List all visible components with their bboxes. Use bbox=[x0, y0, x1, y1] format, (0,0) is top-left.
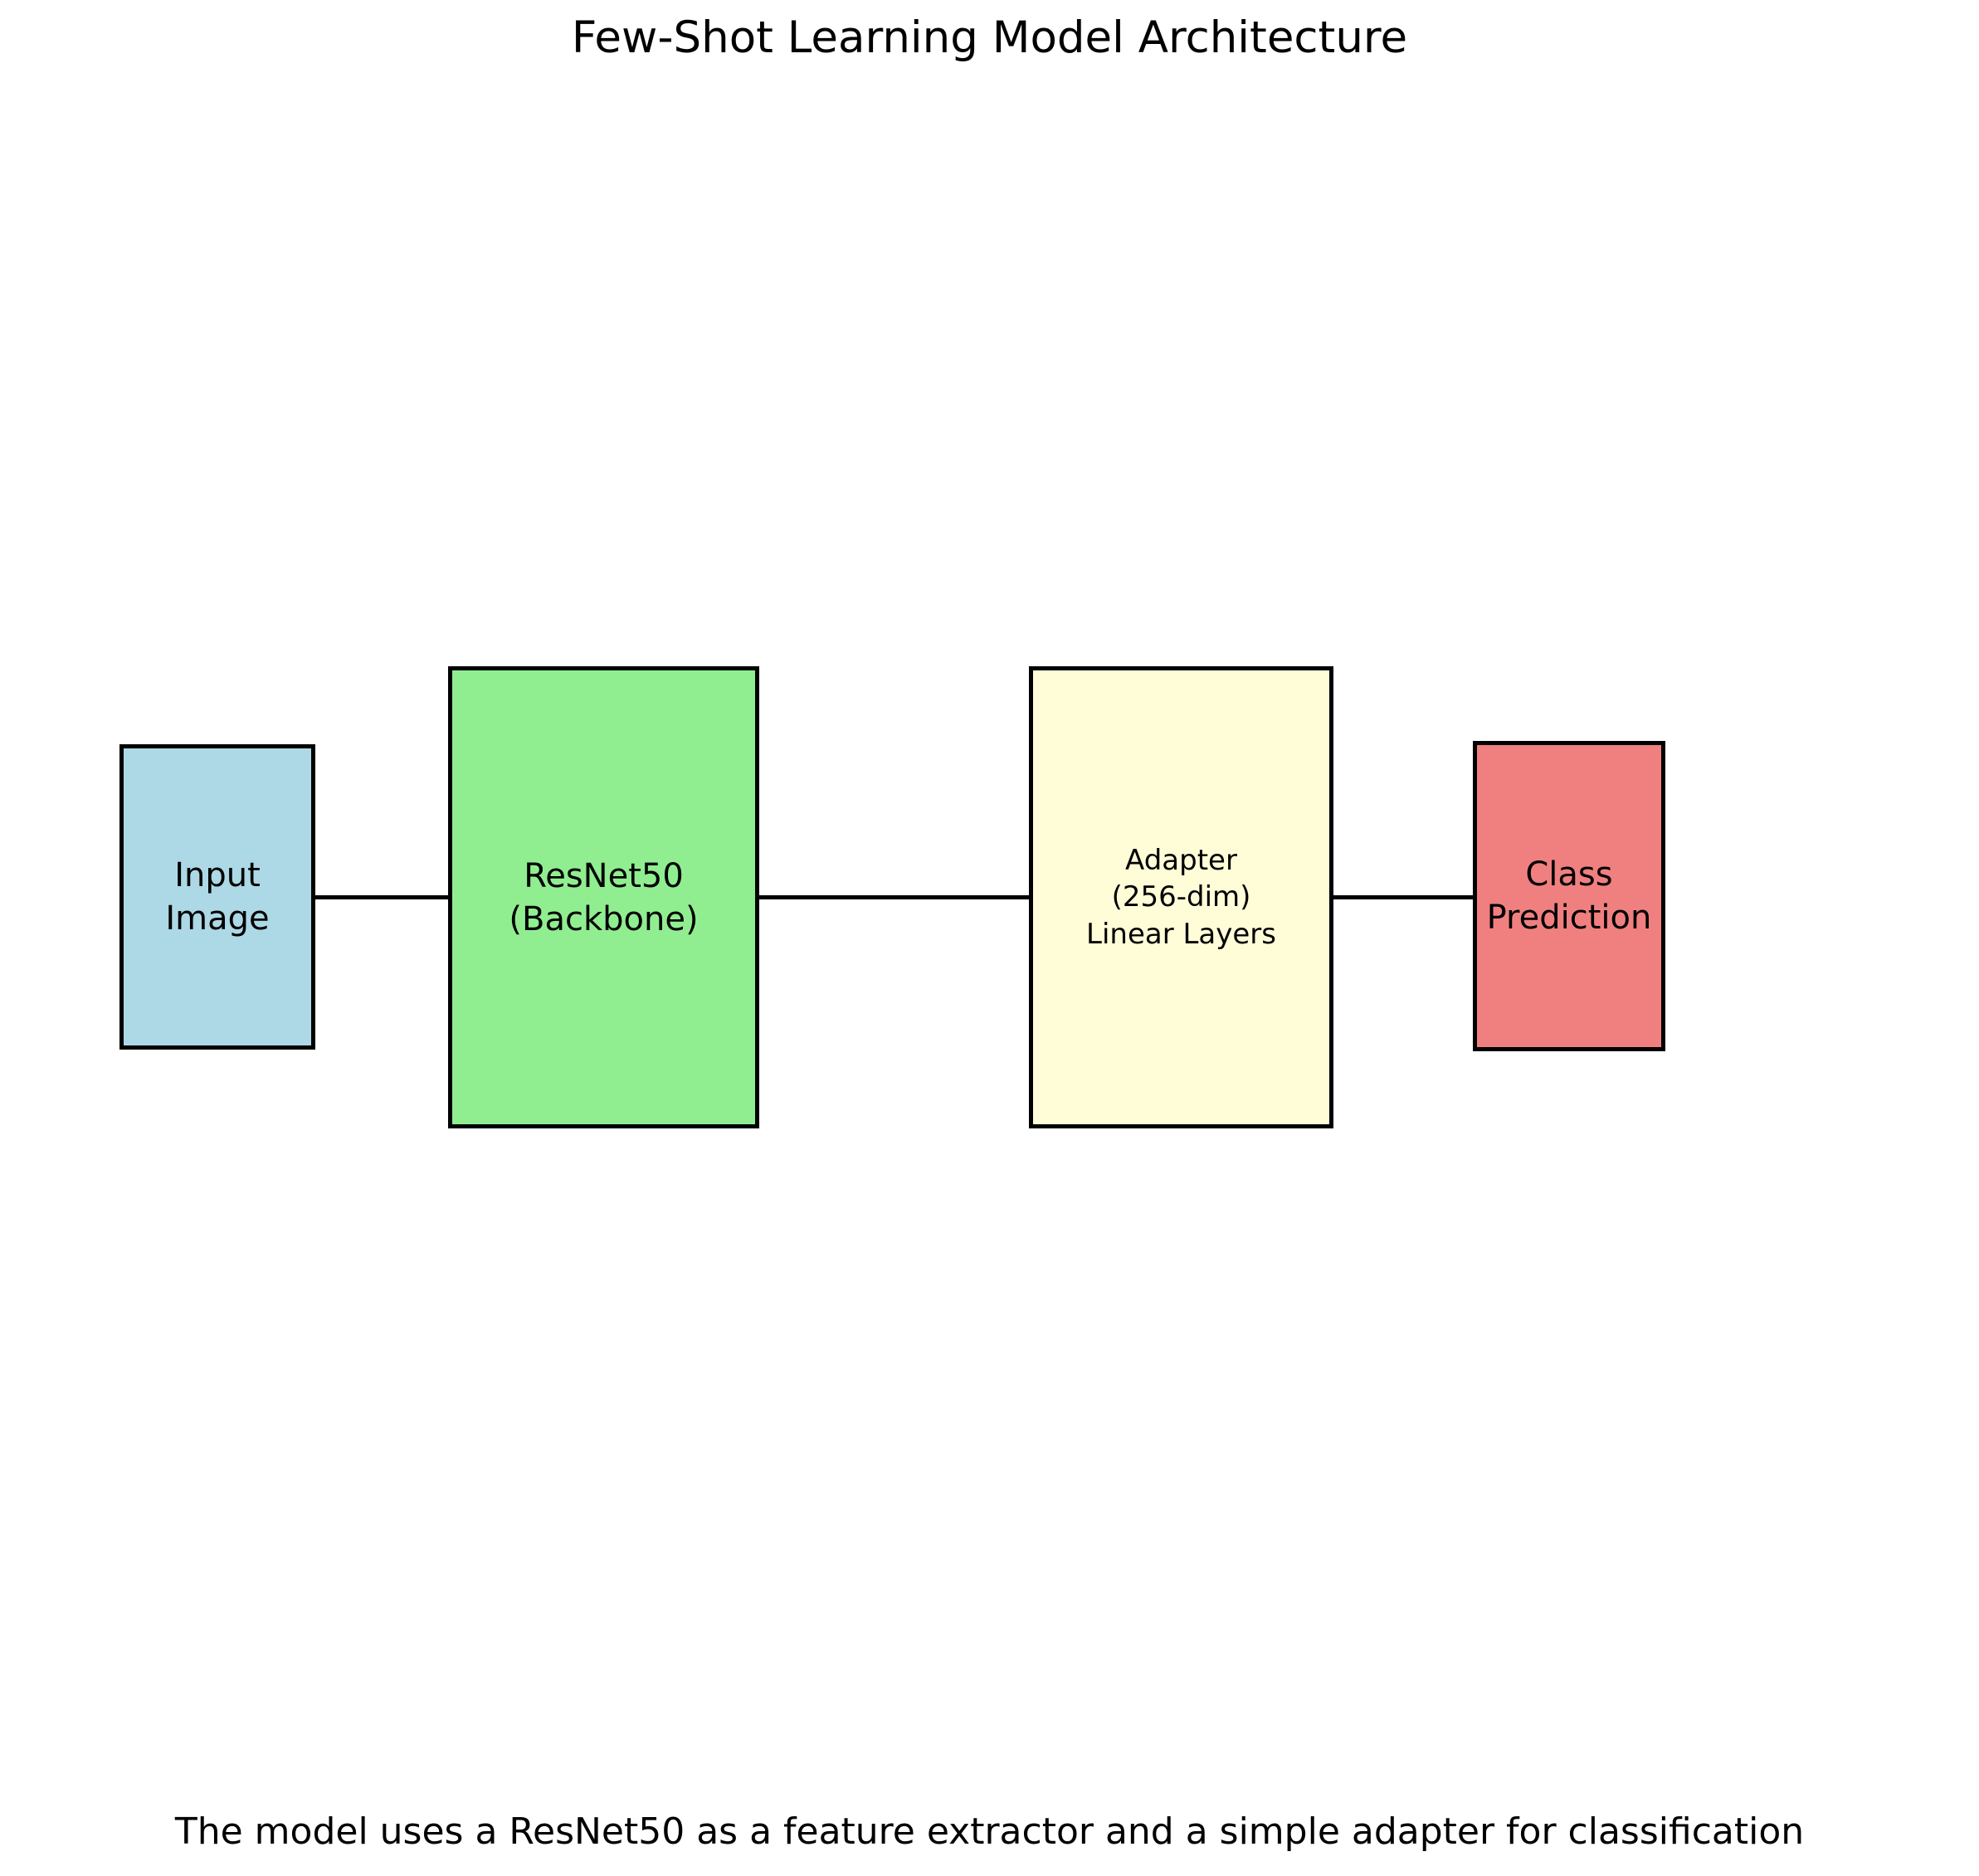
node-class-prediction: Class Prediction bbox=[1473, 741, 1665, 1051]
node-class-prediction-label: Class Prediction bbox=[1486, 855, 1652, 937]
node-input-image: Input Image bbox=[119, 744, 315, 1050]
node-input-image-label: Input Image bbox=[165, 856, 270, 938]
node-resnet50-backbone: ResNet50 (Backbone) bbox=[448, 666, 759, 1128]
edge-input-to-backbone bbox=[315, 895, 448, 899]
edge-adapter-to-prediction bbox=[1333, 895, 1473, 899]
node-resnet50-backbone-label: ResNet50 (Backbone) bbox=[509, 856, 699, 938]
node-adapter-linear-layers-label: Adapter (256-dim) Linear Layers bbox=[1086, 844, 1276, 951]
figure-caption: The model uses a ResNet50 as a feature e… bbox=[174, 1810, 1805, 1853]
node-adapter-linear-layers: Adapter (256-dim) Linear Layers bbox=[1029, 666, 1333, 1128]
edge-backbone-to-adapter bbox=[759, 895, 1029, 899]
figure-title: Few-Shot Learning Model Architecture bbox=[571, 12, 1408, 63]
